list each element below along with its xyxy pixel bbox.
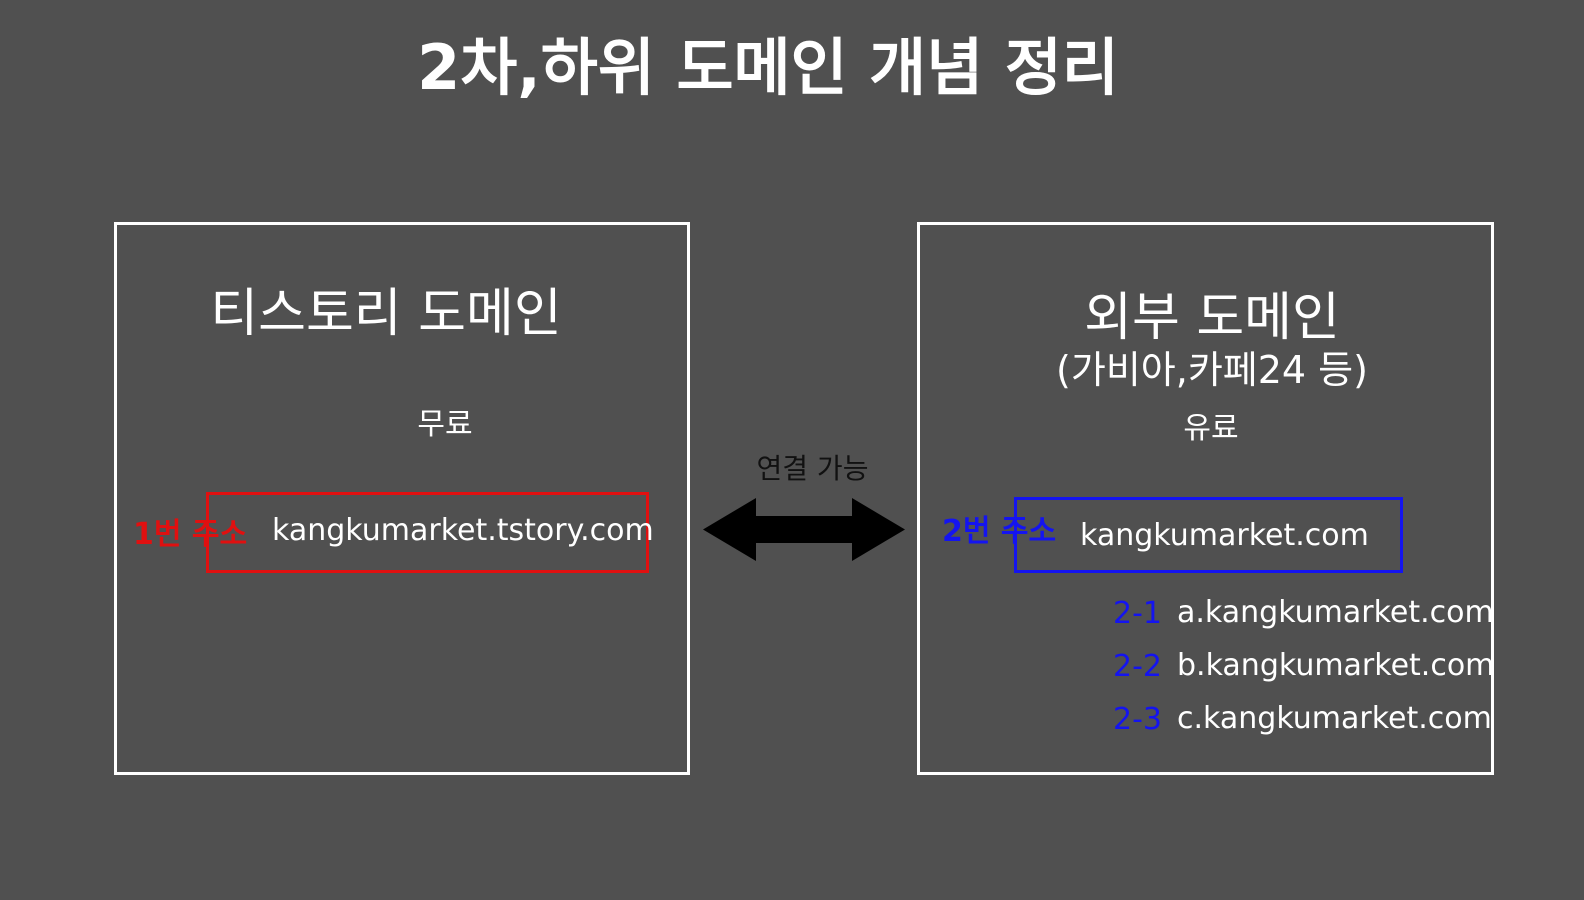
secondary-address-box <box>1014 497 1403 573</box>
tistory-domain-title: 티스토리 도메인 <box>210 284 562 344</box>
tistory-domain-panel <box>114 222 690 775</box>
subdomain-address: c.kangkumarket.com <box>1177 701 1492 736</box>
page-title: 2차,하위 도메인 개념 정리 <box>417 31 1119 104</box>
connection-label: 연결 가능 <box>756 452 869 485</box>
tistory-price-label: 무료 <box>417 407 473 442</box>
external-address: kangkumarket.com <box>1080 518 1369 553</box>
external-domain-subtitle: (가비아,카페24 등) <box>1056 348 1368 392</box>
primary-address-box <box>206 492 649 573</box>
external-price-label: 유료 <box>1183 411 1239 446</box>
double-arrow-icon <box>703 498 905 561</box>
external-domain-title: 외부 도메인 <box>1084 288 1340 348</box>
subdomain-number: 2-3 <box>1113 702 1162 737</box>
primary-address-label: 1번 주소 <box>133 517 248 552</box>
subdomain-number: 2-2 <box>1113 649 1162 684</box>
secondary-address-label: 2번 주소 <box>942 514 1057 549</box>
subdomain-number: 2-1 <box>1113 596 1162 631</box>
external-domain-panel <box>917 222 1494 775</box>
subdomain-address: b.kangkumarket.com <box>1177 648 1495 683</box>
tistory-address: kangkumarket.tstory.com <box>272 513 654 548</box>
subdomain-address: a.kangkumarket.com <box>1177 595 1494 630</box>
